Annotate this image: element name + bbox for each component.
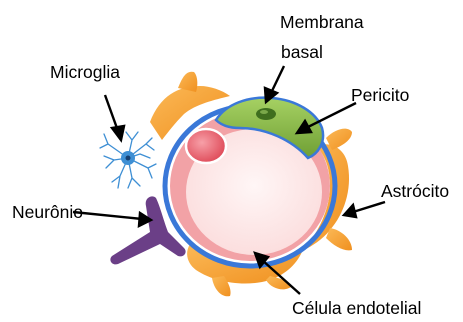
label-neuronio: Neurônio: [12, 202, 83, 222]
arrow-microglia: [105, 95, 124, 140]
label-astrocito: Astrócito: [381, 181, 449, 201]
arrow-neuronio: [73, 212, 151, 226]
label-membrana-basal-line1: Membrana: [280, 12, 364, 32]
label-microglia: Microglia: [50, 62, 120, 82]
label-celula-endotelial: Célula endotelial: [292, 298, 421, 318]
astrocyte-process-top: [178, 72, 197, 92]
arrow-membrana-basal: [265, 66, 284, 102]
astrocyte-process-right-bottom: [326, 228, 352, 250]
label-pericito: Pericito: [351, 85, 409, 105]
red-blood-cell: [186, 129, 226, 163]
arrow-astrocito: [344, 202, 385, 217]
pericyte-nucleus: [256, 108, 276, 120]
label-membrana-basal-line2: basal: [281, 42, 323, 62]
